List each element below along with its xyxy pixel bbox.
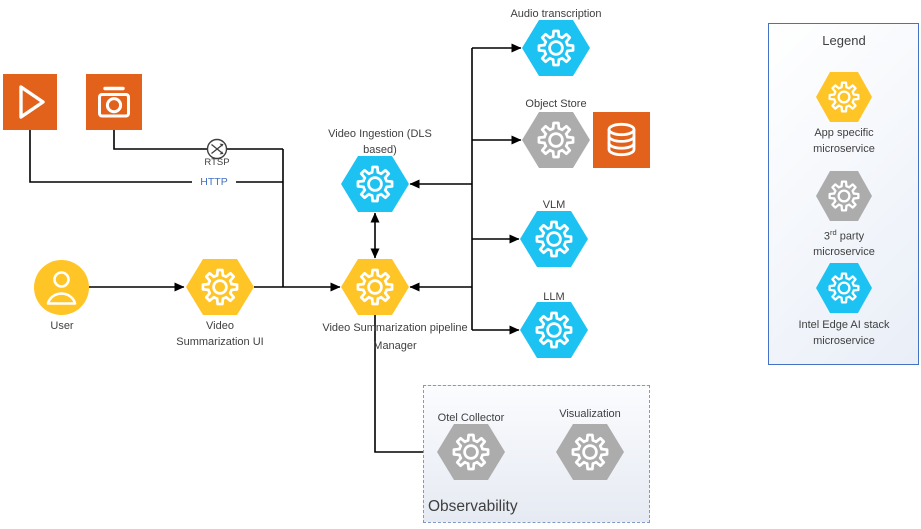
rtsp-label: RTSP xyxy=(204,157,230,168)
legend-third-party-hexagon xyxy=(816,171,872,226)
otel-collector-label: Otel Collector xyxy=(437,412,505,424)
user-label: User xyxy=(50,320,74,332)
object-store-db-node xyxy=(593,112,650,173)
node-video-summarization-ui xyxy=(186,259,254,320)
edge-manager-to-otel xyxy=(374,315,437,457)
pipeline-manager-label: Video Summarization pipeline Manager xyxy=(322,322,468,352)
http-label: HTTP xyxy=(192,176,236,188)
node-pipeline-manager xyxy=(341,259,409,320)
legend-app-specific-hexagon xyxy=(816,72,872,127)
node-audio-transcription xyxy=(522,20,590,81)
node-vlm xyxy=(520,211,588,272)
legend-intel-edge-label: Intel Edge AI stack microservice xyxy=(798,319,890,347)
audio-transcription-label: Audio transcription xyxy=(510,8,602,20)
video-ingestion-label: Video Ingestion (DLS based) xyxy=(328,128,432,156)
node-video-ingestion xyxy=(341,156,409,217)
node-object-store xyxy=(522,112,590,173)
llm-label: LLM xyxy=(543,291,565,303)
vlm-label: VLM xyxy=(542,199,566,211)
camera-icon xyxy=(86,74,142,130)
crossed-arrows-icon xyxy=(206,138,228,160)
legend-intel-edge-hexagon xyxy=(816,263,872,318)
video-source-node xyxy=(3,74,57,135)
object-store-label: Object Store xyxy=(525,98,587,110)
legend-third-party-label: 3rd party microservice xyxy=(813,228,875,259)
visualization-label: Visualization xyxy=(559,408,621,420)
database-icon xyxy=(593,112,650,168)
person-icon xyxy=(34,260,89,315)
play-icon xyxy=(3,74,57,130)
video-summarization-ui-label: Video Summarization UI xyxy=(176,320,264,348)
camera-source-node xyxy=(86,74,142,135)
user-node xyxy=(34,260,89,320)
legend-app-specific-label: App specific microservice xyxy=(813,127,875,155)
observability-title: Observability xyxy=(428,498,518,515)
edge-video-http xyxy=(29,130,283,183)
legend-title: Legend xyxy=(822,33,866,48)
node-otel-collector xyxy=(437,424,505,485)
node-visualization xyxy=(556,424,624,485)
node-llm xyxy=(520,302,588,363)
